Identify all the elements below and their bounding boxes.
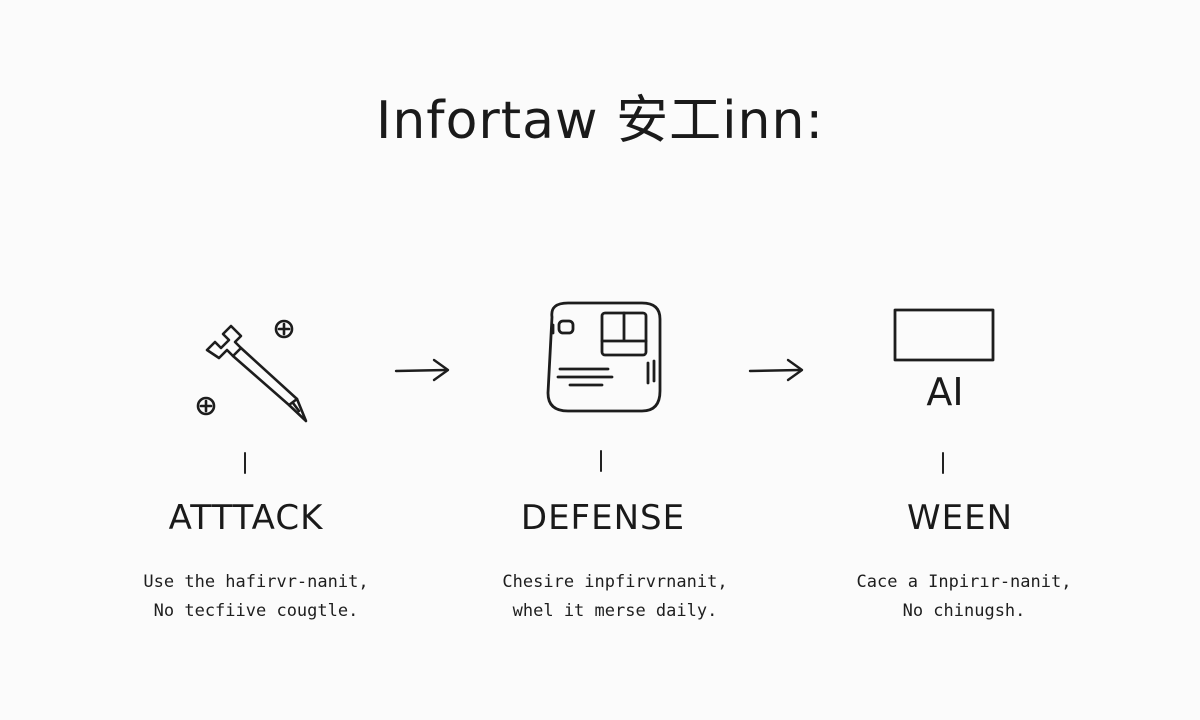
- description-line: whel it merse daily.: [512, 601, 718, 621]
- description-line: Cace a Inpirır-nanit,: [856, 572, 1072, 592]
- device-screen-icon: [546, 301, 662, 413]
- description-line: Chesire inpfirvrnanit,: [502, 572, 728, 592]
- connector-tick: [942, 452, 944, 474]
- stage-label-ween: WEEN: [906, 498, 1014, 538]
- connector-tick: [600, 450, 602, 472]
- connector-tick: [244, 452, 246, 474]
- description-line: No tecfiive cougtle.: [153, 601, 359, 621]
- stage-label-attack: ATTTACK: [168, 498, 324, 538]
- monitor-box-icon: [893, 308, 995, 362]
- diagram-title: Infortaw 安工inn:: [376, 91, 824, 151]
- stage-label-defense: DEFENSE: [520, 498, 686, 538]
- arrow-right-icon: [748, 358, 804, 382]
- arrow-right-icon: [394, 358, 450, 382]
- stage-description-attack: Use the hafirvr-nanit, No tecfiive cougt…: [106, 568, 406, 626]
- stage-description-defense: Chesire inpfirvrnanit, whel it merse dai…: [465, 568, 765, 626]
- wrench-pen-icon: [196, 319, 308, 423]
- description-line: No chinugsh.: [902, 601, 1026, 621]
- ai-caption: AI: [926, 370, 964, 414]
- stage-description-ween: Cace a Inpirır-nanit, No chinugsh.: [814, 568, 1114, 626]
- description-line: Use the hafirvr-nanit,: [143, 572, 369, 592]
